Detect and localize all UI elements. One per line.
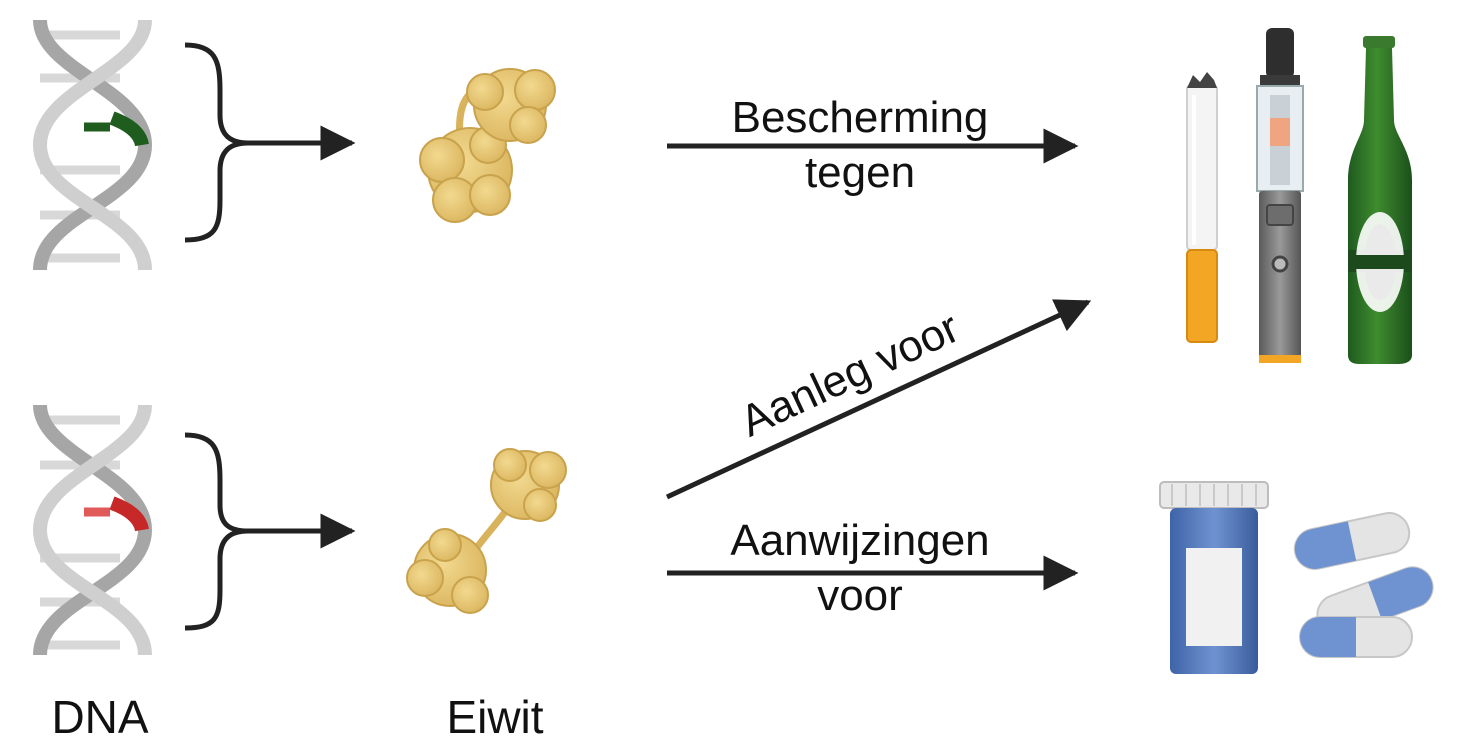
e-cigarette-icon [1256, 28, 1304, 363]
protein-icon [406, 448, 567, 614]
dna-helix-icon [32, 19, 153, 271]
indications-label-line2: voor [817, 571, 903, 620]
indications-label-line1: Aanwijzingen [730, 516, 990, 565]
protection-label-line2: tegen [804, 148, 916, 197]
predisposition-arrow [665, 299, 1092, 500]
brace-arrow [184, 432, 356, 631]
protein-label: Eiwit [446, 691, 544, 743]
protection-label-line1: Bescherming [731, 93, 989, 142]
beer-bottle-icon [1348, 36, 1412, 364]
brace-arrow [184, 42, 356, 243]
dna-helix-icon [32, 404, 153, 656]
dna-label: DNA [51, 691, 149, 743]
cigarette-icon [1186, 72, 1218, 343]
pill-bottle-icon [1159, 481, 1269, 674]
capsule-icon [1293, 512, 1434, 658]
protein-icon [419, 68, 556, 223]
